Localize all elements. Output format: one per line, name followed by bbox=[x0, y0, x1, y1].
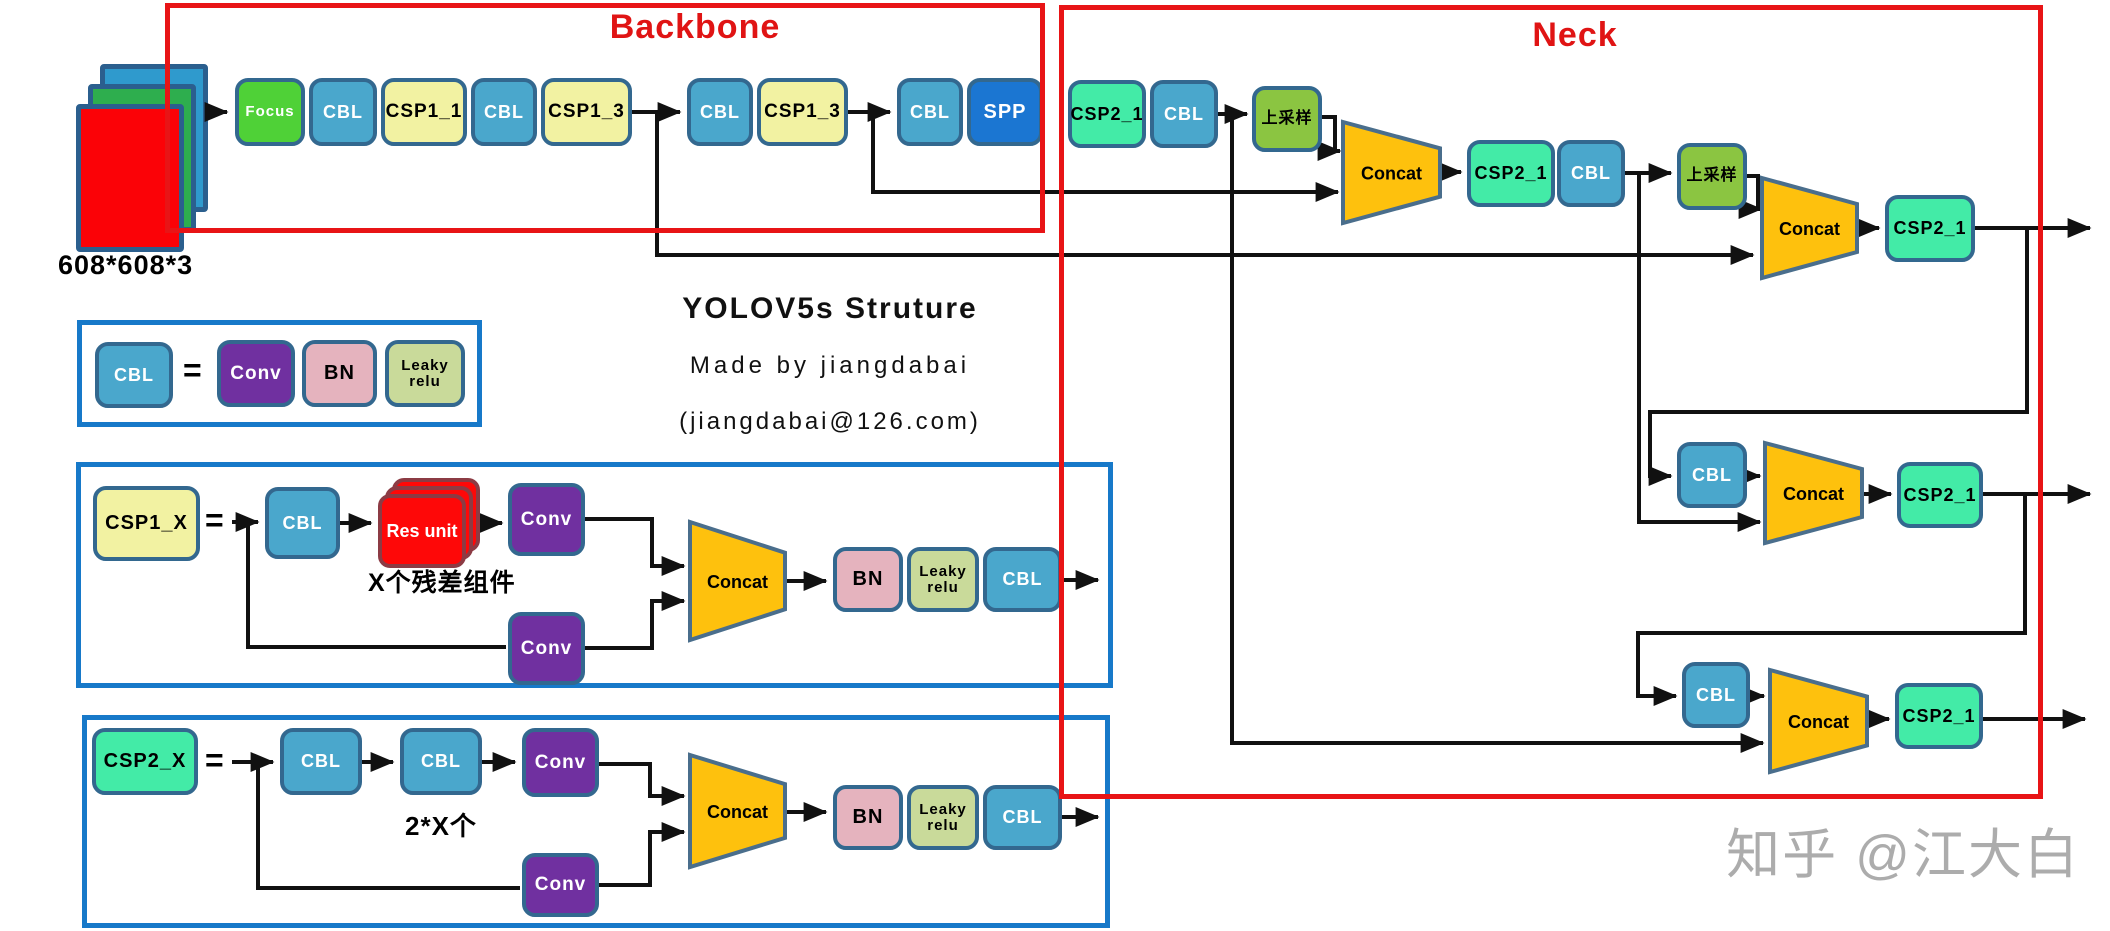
conv-block: Conv bbox=[508, 483, 585, 556]
bn-block: BN bbox=[833, 547, 903, 612]
conv-block: Conv bbox=[522, 853, 599, 917]
cbl-block: CBL bbox=[95, 342, 173, 408]
diagram-title-block: YOLOV5s Struture Made by jiangdabai (jia… bbox=[560, 292, 1100, 436]
cbl-block: CBL bbox=[1150, 80, 1218, 148]
title-email: (jiangdabai@126.com) bbox=[679, 408, 981, 435]
concat-label: Concat bbox=[707, 572, 768, 592]
res-unit-block: Res unit bbox=[378, 494, 466, 568]
cbl-block: CBL bbox=[400, 728, 482, 795]
csp1-equals-sign: = bbox=[205, 502, 224, 538]
connector-line bbox=[1738, 174, 1763, 219]
conv-block: Conv bbox=[217, 340, 295, 407]
csp1-1-block: CSP1_1 bbox=[381, 78, 467, 146]
csp2-1-block: CSP2_1 bbox=[1895, 683, 1983, 749]
backbone-title: Backbone bbox=[609, 8, 781, 46]
csp2-1-block: CSP2_1 bbox=[1885, 195, 1975, 262]
concat-block: Concat bbox=[1760, 175, 1859, 281]
upsample-block: 上采样 bbox=[1252, 86, 1322, 152]
concat-label: Concat bbox=[1783, 484, 1844, 504]
csp2-1-block: CSP2_1 bbox=[1467, 140, 1555, 207]
connector-line bbox=[585, 591, 686, 650]
csp1-residual-note: X个残差组件 bbox=[368, 569, 516, 597]
res-unit-stack: Res unit bbox=[378, 478, 480, 570]
csp2-count-note: 2*X个 bbox=[405, 811, 477, 841]
connector-line bbox=[599, 822, 686, 887]
bn-block: BN bbox=[302, 340, 377, 407]
connector-line bbox=[585, 517, 686, 576]
cbl-equals-sign: = bbox=[183, 352, 202, 388]
input-size-label: 608*608*3 bbox=[58, 250, 194, 280]
connector-line bbox=[1637, 173, 1762, 532]
focus-block: Focus bbox=[235, 78, 305, 146]
cbl-block: CBL bbox=[983, 785, 1062, 850]
cbl-block: CBL bbox=[1557, 140, 1625, 207]
cbl-block: CBL bbox=[687, 78, 753, 146]
concat-label: Concat bbox=[1788, 712, 1849, 732]
concat-block: Concat bbox=[688, 519, 787, 643]
cbl-block: CBL bbox=[309, 78, 377, 146]
cbl-block: CBL bbox=[471, 78, 537, 146]
concat-label: Concat bbox=[707, 802, 768, 822]
csp2-x-block: CSP2_X bbox=[92, 728, 198, 795]
cbl-block: CBL bbox=[1682, 662, 1750, 728]
concat-block: Concat bbox=[1341, 119, 1442, 226]
concat-label: Concat bbox=[1361, 164, 1422, 184]
upsample-block: 上采样 bbox=[1677, 143, 1747, 210]
concat-block: Concat bbox=[1768, 667, 1869, 775]
cbl-block: CBL bbox=[897, 78, 963, 146]
concat-block: Concat bbox=[1763, 440, 1864, 546]
neck-title: Neck bbox=[1532, 16, 1618, 54]
cbl-block: CBL bbox=[265, 487, 340, 559]
csp1-3-block: CSP1_3 bbox=[757, 78, 848, 146]
leaky-relu-block: Leaky relu bbox=[385, 340, 465, 407]
cbl-block: CBL bbox=[983, 547, 1062, 612]
csp2-1-block: CSP2_1 bbox=[1068, 80, 1146, 148]
connector-line bbox=[655, 112, 1755, 265]
leaky-relu-block: Leaky relu bbox=[907, 785, 979, 850]
watermark: 知乎 @江大白 bbox=[1726, 825, 2080, 885]
conv-block: Conv bbox=[522, 728, 599, 797]
spp-block: SPP bbox=[967, 78, 1043, 146]
csp2-1-block: CSP2_1 bbox=[1897, 462, 1983, 528]
connector-line bbox=[1230, 114, 1765, 753]
concat-block: Concat bbox=[688, 752, 787, 870]
cbl-block: CBL bbox=[1677, 442, 1747, 508]
csp2-equals-sign: = bbox=[205, 742, 224, 778]
connector-line bbox=[871, 112, 1340, 202]
csp1-3-block: CSP1_3 bbox=[541, 78, 632, 146]
title-author: Made by jiangdabai bbox=[689, 352, 971, 379]
connector-line bbox=[1317, 115, 1342, 161]
csp1-x-block: CSP1_X bbox=[93, 486, 200, 561]
leaky-relu-block: Leaky relu bbox=[907, 547, 979, 612]
conv-block: Conv bbox=[508, 612, 585, 685]
connector-line bbox=[256, 762, 520, 890]
page-title: YOLOV5s Struture bbox=[682, 292, 978, 325]
connector-line bbox=[599, 762, 686, 806]
cbl-block: CBL bbox=[280, 728, 362, 795]
connector-line bbox=[1648, 228, 2029, 486]
concat-label: Concat bbox=[1779, 219, 1840, 239]
connector-line bbox=[246, 522, 506, 649]
bn-block: BN bbox=[833, 785, 903, 850]
connector-line bbox=[1636, 494, 2027, 706]
